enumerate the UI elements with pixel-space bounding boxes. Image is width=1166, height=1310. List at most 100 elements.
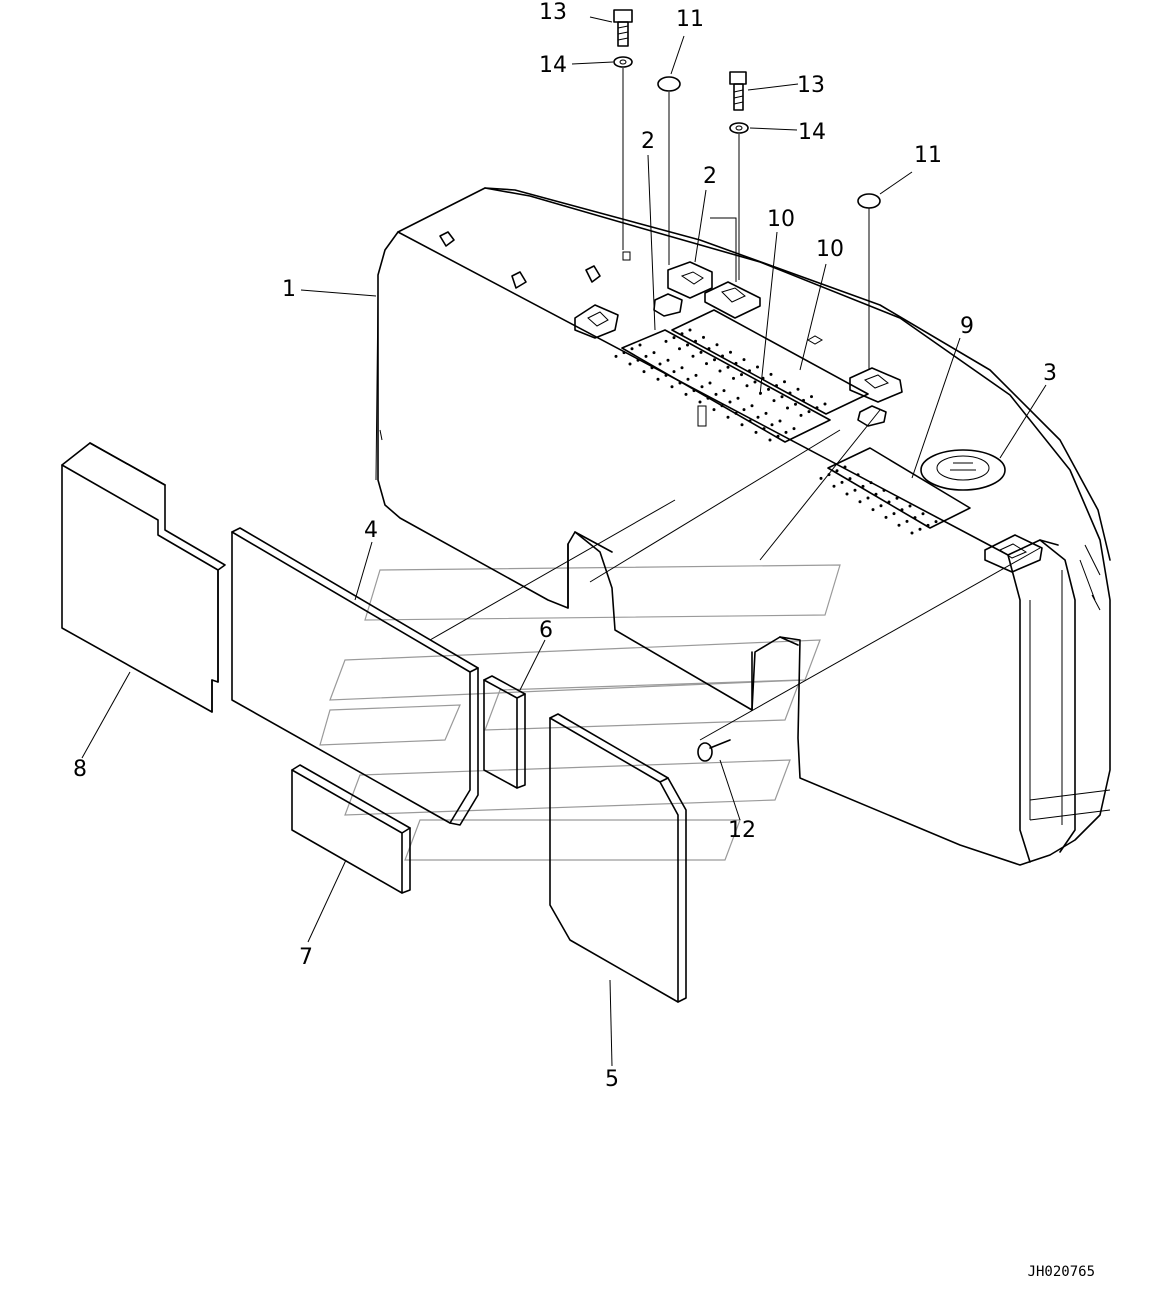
pad-dot	[767, 387, 770, 391]
callout-13-top: 13	[539, 0, 567, 25]
callout-7: 7	[299, 945, 313, 970]
callout-14-right: 14	[798, 120, 826, 145]
pad-dot	[680, 332, 684, 336]
callout-2-right: 2	[703, 164, 717, 189]
pad-dot	[672, 370, 676, 374]
pad-dot	[694, 373, 698, 377]
callout-11-right: 11	[914, 143, 942, 168]
pad-dot	[835, 469, 839, 473]
pad-dot	[680, 366, 684, 370]
pad-dot	[707, 347, 711, 351]
pad-dot	[722, 389, 726, 393]
pad-dot	[869, 481, 873, 485]
non-slip-pad-10a	[621, 329, 831, 443]
pad-dot	[699, 350, 703, 354]
pad-dot	[745, 384, 749, 388]
pad-dot	[729, 350, 732, 354]
pad-dot	[628, 362, 632, 366]
pad-dot	[861, 484, 865, 488]
pad-dot	[644, 354, 648, 358]
pad-dot	[772, 399, 776, 403]
pad-dot	[892, 512, 896, 516]
washer-14-left	[613, 56, 633, 68]
callout-4: 4	[364, 518, 378, 543]
pad-dot	[775, 384, 778, 388]
pad-dot	[712, 408, 716, 412]
pad-dot	[700, 385, 704, 389]
pad-dot	[908, 504, 912, 508]
callout-9: 9	[960, 314, 974, 339]
pad-dot	[726, 365, 730, 369]
tank-body	[375, 187, 1111, 866]
callout-5: 5	[605, 1067, 619, 1092]
pad-dot	[638, 343, 642, 347]
pad-dot	[796, 387, 800, 391]
callout-labels: 13 11 14 13 14 2 2 10 10 11 1 9 3 4 6 8 …	[73, 0, 1057, 1092]
pad-dot	[926, 523, 930, 527]
pad-dot	[678, 381, 682, 385]
pad-dot	[882, 488, 886, 492]
pad-dot	[810, 395, 813, 399]
pad-dot	[778, 419, 782, 423]
pad-dot	[652, 351, 656, 355]
pad-dot	[874, 492, 878, 496]
pad-dot	[650, 366, 654, 370]
pad-dot	[819, 476, 823, 480]
callout-1: 1	[282, 277, 296, 302]
pad-dot	[784, 430, 788, 434]
pad-dot	[754, 430, 758, 434]
pad-dot	[845, 492, 849, 496]
pad-dot	[686, 343, 689, 347]
watermark-logo	[319, 564, 841, 861]
pad-dot	[770, 423, 774, 427]
pad-dot	[748, 419, 752, 423]
pad-dot	[753, 380, 757, 384]
pad-dot	[721, 354, 724, 358]
insulation-plate-4	[231, 527, 479, 826]
pad-dot	[664, 339, 668, 343]
pad-dot	[802, 398, 805, 402]
pad-dot	[815, 406, 819, 410]
pad-dot	[756, 365, 759, 369]
drawing-code: JH020765	[1028, 1264, 1095, 1280]
pad-dot	[622, 351, 626, 355]
pad-dot	[871, 508, 875, 512]
callout-3: 3	[1043, 361, 1057, 386]
pad-dot	[686, 377, 690, 381]
bolt-13-left	[613, 9, 633, 47]
pad-dot	[748, 369, 751, 373]
plug-12	[697, 739, 731, 762]
callout-13-right: 13	[797, 73, 825, 98]
pad-dot	[694, 339, 697, 343]
pad-dot	[630, 347, 634, 351]
callout-12: 12	[728, 818, 756, 843]
pad-dot	[734, 361, 738, 365]
pad-dot	[740, 423, 744, 427]
pad-dot	[823, 402, 827, 406]
pad-dot	[799, 413, 803, 417]
callout-2-left: 2	[641, 129, 655, 154]
washer-14-right	[729, 122, 749, 134]
pad-dot	[736, 396, 740, 400]
pad-dot	[788, 391, 792, 395]
pad-dot	[614, 354, 618, 358]
pad-dot	[900, 508, 904, 512]
pad-dot	[934, 520, 938, 524]
pad-dot	[879, 504, 883, 508]
pad-dot	[658, 362, 662, 366]
pad-dot	[783, 380, 786, 384]
pad-dot	[670, 385, 674, 389]
pad-dot	[858, 500, 862, 504]
leader-lines	[81, 16, 1047, 1067]
pad-dot	[688, 328, 692, 332]
pad-dot	[734, 411, 738, 415]
pad-dot	[918, 527, 922, 531]
pad-dot	[905, 519, 909, 523]
pad-dot	[786, 406, 789, 410]
pad-dot	[756, 415, 760, 419]
cap-11-right	[857, 193, 881, 209]
pad-dot	[684, 392, 688, 396]
non-slip-pad-9	[827, 447, 971, 529]
pad-dot	[792, 427, 796, 431]
